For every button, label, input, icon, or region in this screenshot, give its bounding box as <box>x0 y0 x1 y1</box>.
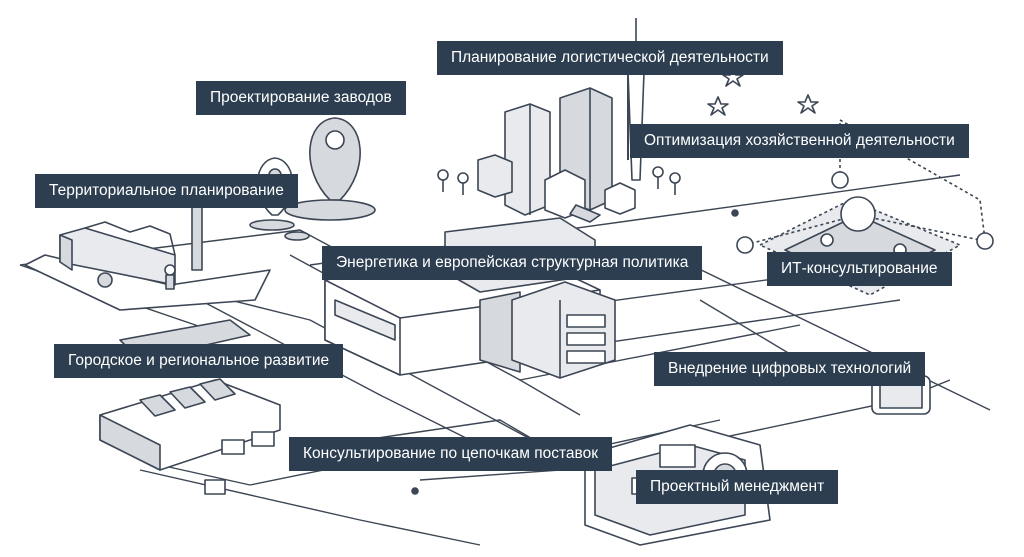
factory-building <box>24 204 271 311</box>
label-urban-development: Городское и региональное развитие <box>54 344 344 378</box>
label-project-management: Проектный менеджмент <box>636 470 839 504</box>
label-supply-chain: Консультирование по цепочкам поставок <box>289 437 612 471</box>
location-pins <box>249 117 376 241</box>
label-it-consulting: ИТ-консультирование <box>767 252 952 286</box>
label-plant-design: Проектирование заводов <box>196 81 406 115</box>
label-digital-technologies: Внедрение цифровых технологий <box>654 352 926 386</box>
stars <box>707 67 819 116</box>
label-energy-policy: Энергетика и европейская структурная пол… <box>322 246 703 280</box>
central-building <box>324 217 616 379</box>
label-logistics-planning: Планирование логистической деятельности <box>437 41 783 75</box>
label-territorial-planning: Территориальное планирование <box>35 174 298 208</box>
lollipop-markers <box>437 166 681 195</box>
label-business-optimization: Оптимизация хозяйственной деятельности <box>630 124 969 158</box>
